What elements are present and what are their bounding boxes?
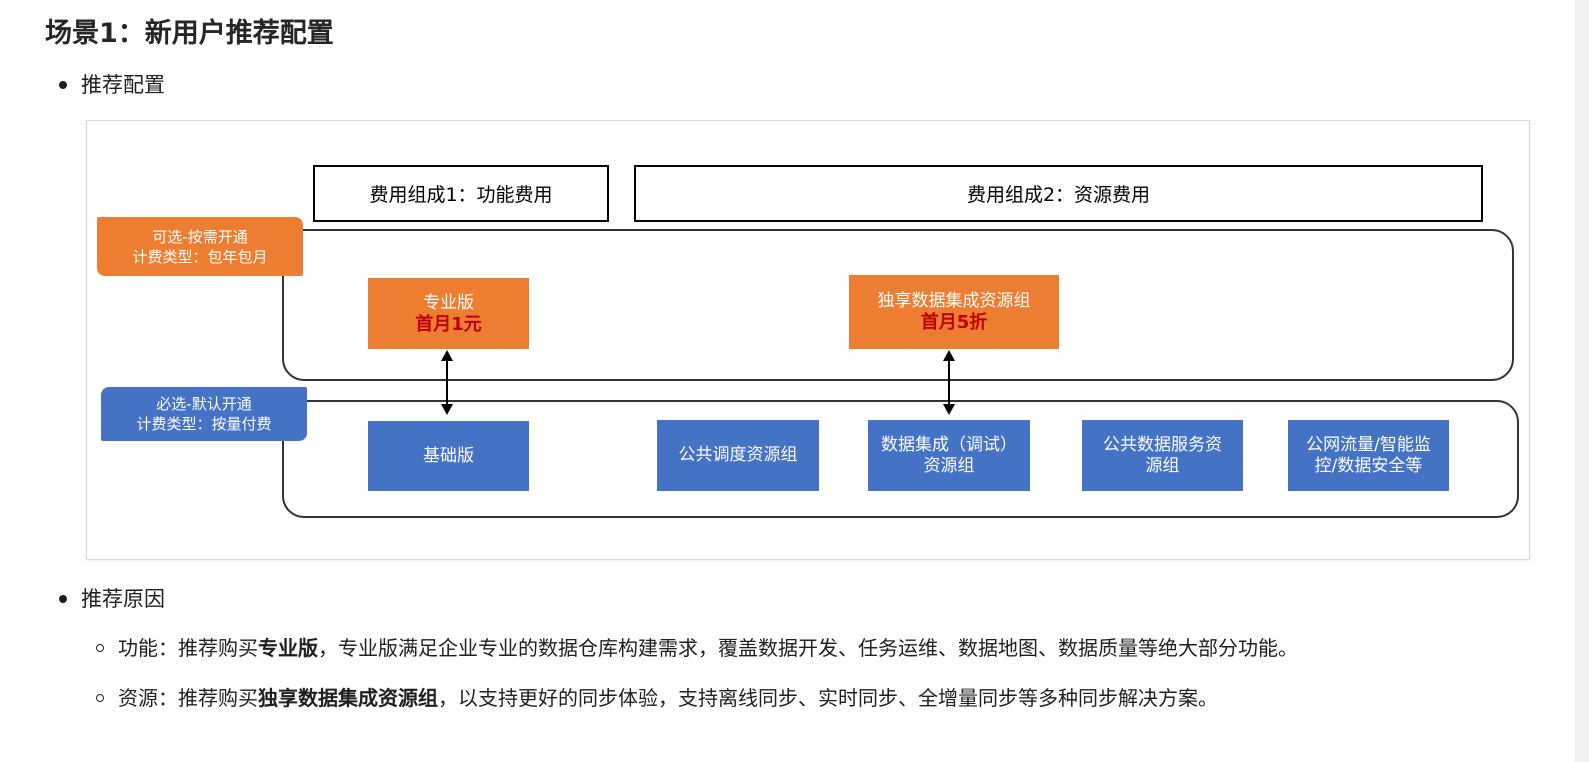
bullet-dot [59, 595, 67, 603]
card-line: 公共数据服务资 [1103, 434, 1222, 455]
card-professional-edition: 专业版 首月1元 [368, 278, 529, 349]
section-recommended-reasons: 推荐原因 [81, 587, 165, 611]
optional-group [282, 229, 1514, 381]
reason-highlight: 独享数据集成资源组 [258, 686, 438, 710]
card-basic-edition: 基础版 [368, 421, 529, 491]
card-line: 公网流量/智能监 [1306, 434, 1431, 455]
card-name: 专业版 [423, 292, 474, 313]
card-line: 数据集成（调试） [881, 434, 1017, 455]
card-line: 源组 [1145, 455, 1180, 476]
arrow-connector [948, 360, 950, 404]
arrow-up-icon [943, 350, 955, 361]
reason-suffix: ，专业版满足企业专业的数据仓库构建需求，覆盖数据开发、任务运维、数据地图、数据质… [318, 636, 1298, 660]
required-group [282, 400, 1519, 518]
header-resource-cost: 费用组成2：资源费用 [634, 165, 1483, 222]
card-exclusive-integration-group: 独享数据集成资源组 首月5折 [849, 275, 1059, 349]
optional-tag-line2: 计费类型：包年包月 [132, 247, 268, 266]
reason-prefix: 资源：推荐购买 [118, 686, 258, 710]
arrow-down-icon [441, 404, 453, 415]
card-public-data-service-group: 公共数据服务资 源组 [1082, 420, 1243, 491]
reason-function: 功能：推荐购买专业版，专业版满足企业专业的数据仓库构建需求，覆盖数据开发、任务运… [118, 633, 1298, 663]
required-tag-line2: 计费类型：按量付费 [136, 415, 272, 433]
reason-highlight: 专业版 [258, 636, 318, 660]
arrow-down-icon [943, 404, 955, 415]
required-tag: 必选-默认开通 计费类型：按量付费 [101, 387, 307, 441]
arrow-connector [446, 360, 448, 404]
required-tag-line1: 必选-默认开通 [156, 395, 252, 413]
card-public-network-traffic: 公网流量/智能监 控/数据安全等 [1288, 420, 1449, 491]
card-line: 控/数据安全等 [1314, 455, 1423, 476]
optional-tag-line1: 可选-按需开通 [152, 227, 248, 246]
card-name: 独享数据集成资源组 [877, 291, 1031, 311]
card-line: 资源组 [923, 455, 975, 476]
arrow-up-icon [441, 350, 453, 361]
sub-bullet-ring [96, 694, 104, 702]
vertical-scrollbar[interactable] [1575, 0, 1589, 762]
reason-resource: 资源：推荐购买独享数据集成资源组，以支持更好的同步体验，支持离线同步、实时同步、… [118, 683, 1218, 713]
reason-suffix: ，以支持更好的同步体验，支持离线同步、实时同步、全增量同步等多种同步解决方案。 [438, 686, 1218, 710]
page-title: 场景1：新用户推荐配置 [45, 18, 334, 49]
card-integration-debug-group: 数据集成（调试） 资源组 [868, 420, 1030, 491]
optional-tag: 可选-按需开通 计费类型：包年包月 [97, 217, 303, 276]
card-promo: 首月5折 [920, 312, 988, 333]
card-line: 公共调度资源组 [678, 445, 798, 465]
card-promo: 首月1元 [415, 313, 482, 335]
header-function-cost: 费用组成1：功能费用 [313, 165, 609, 222]
reason-prefix: 功能：推荐购买 [118, 636, 258, 660]
section-recommended-config: 推荐配置 [81, 73, 165, 97]
sub-bullet-ring [96, 644, 104, 652]
bullet-dot [59, 81, 67, 89]
card-public-scheduling-group: 公共调度资源组 [657, 420, 819, 491]
card-line: 基础版 [423, 445, 474, 466]
